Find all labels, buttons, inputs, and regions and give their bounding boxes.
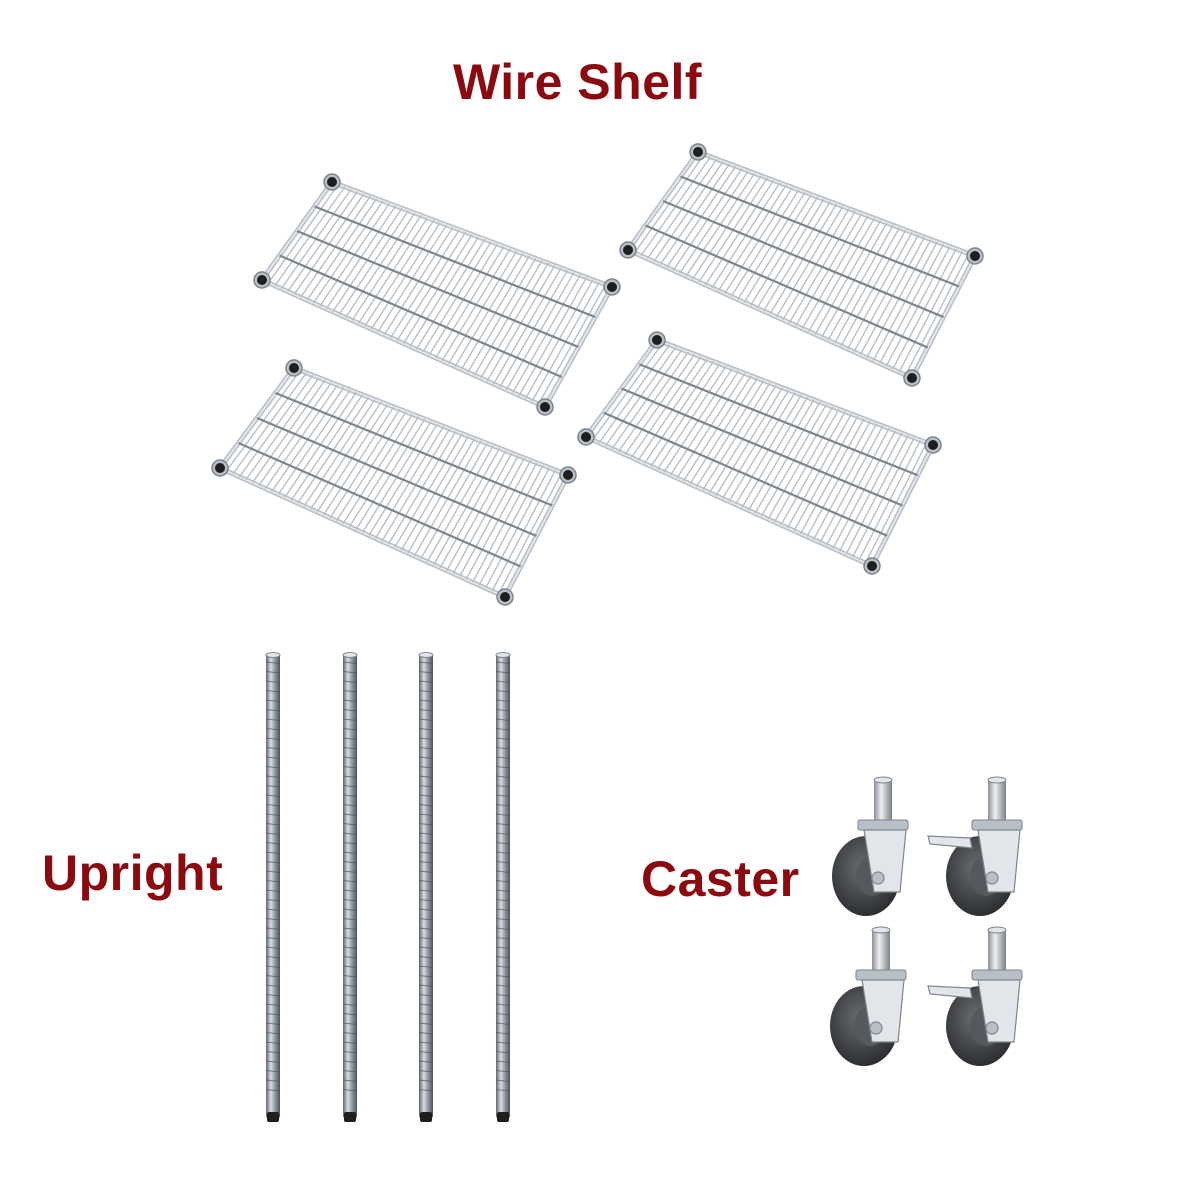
caster-wheel bbox=[832, 776, 909, 916]
wire-shelf bbox=[619, 143, 984, 387]
upright-post bbox=[495, 652, 511, 1122]
caster-wheel bbox=[830, 926, 907, 1066]
wire-shelf-group bbox=[211, 143, 984, 606]
caster-group bbox=[830, 776, 1023, 1066]
wire-shelf bbox=[211, 359, 577, 606]
upright-label: Upright bbox=[42, 845, 224, 901]
upright-post bbox=[418, 652, 434, 1122]
upright-post bbox=[265, 652, 281, 1122]
upright-group bbox=[265, 652, 511, 1122]
wire-shelf-label: Wire Shelf bbox=[453, 54, 703, 110]
wire-shelf bbox=[253, 173, 621, 416]
caster-wheel bbox=[927, 776, 1023, 916]
caster-wheel bbox=[927, 926, 1023, 1066]
wire-shelf bbox=[577, 331, 942, 575]
caster-label: Caster bbox=[641, 851, 800, 907]
upright-post bbox=[342, 652, 358, 1122]
